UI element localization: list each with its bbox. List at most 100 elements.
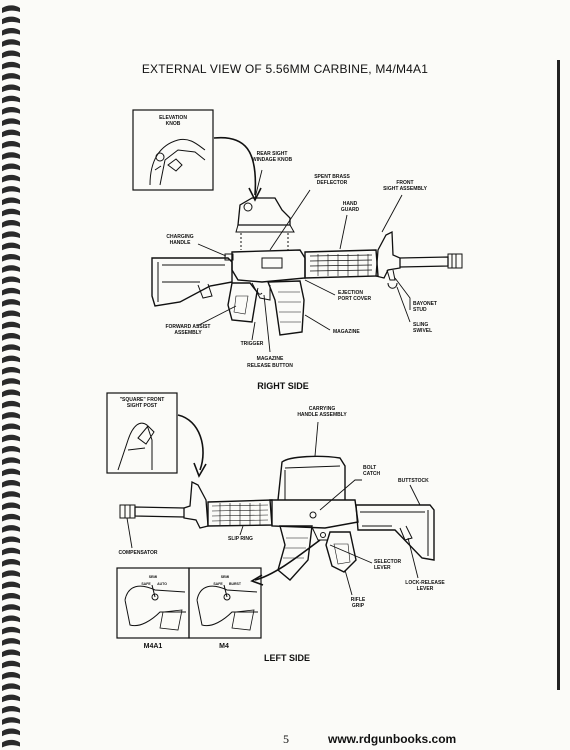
spiral-coil [2, 728, 20, 737]
label-charging-handle-2: HANDLE [170, 240, 191, 246]
spiral-coil [2, 502, 20, 511]
svg-text:SELECTOR: SELECTOR [374, 559, 402, 565]
label-front-post-1: "SQUARE" FRONT [120, 397, 165, 403]
svg-text:BAYONET: BAYONET [413, 301, 437, 307]
label-rifle-grip-1: RIFLE [351, 597, 366, 603]
spiral-coil [2, 457, 20, 465]
spiral-coil [2, 107, 20, 115]
upper-receiver [231, 249, 306, 283]
label-inset-m4: M4 [219, 643, 229, 650]
svg-text:ASSEMBLY: ASSEMBLY [174, 330, 202, 336]
spiral-coil [2, 5, 20, 13]
spiral-coil [2, 231, 20, 239]
label-elevation-knob-2: KNOB [166, 121, 181, 127]
front-sight [375, 230, 401, 279]
spiral-coil [2, 186, 20, 194]
svg-text:BOLT: BOLT [363, 465, 376, 471]
spiral-coil [2, 84, 20, 93]
spiral-coil [2, 547, 20, 556]
svg-text:HANDLE: HANDLE [170, 240, 191, 246]
carbine-diagram: ELEVATION KNOB REAR SIGHT WINDAGE KNOB S… [106, 109, 463, 663]
m4a1-mark-semi: SEMI [149, 575, 158, 579]
svg-text:M4: M4 [219, 643, 229, 650]
label-lock-release-2: LEVER [417, 586, 434, 592]
label-selector-1: SELECTOR [374, 559, 402, 565]
svg-text:LOCK-RELEASE: LOCK-RELEASE [405, 580, 445, 586]
m4-selector-inset [188, 567, 262, 639]
m4-mark-safe: SAFE [213, 582, 223, 586]
label-bolt-catch-2: CATCH [363, 471, 381, 477]
spiral-coil [2, 16, 20, 25]
spiral-coil [2, 220, 20, 228]
label-trigger: TRIGGER [241, 341, 264, 347]
label-mag-release-1: MAGAZINE [257, 356, 284, 362]
grip-left [325, 531, 357, 573]
svg-text:DEFLECTOR: DEFLECTOR [317, 180, 348, 186]
svg-text:EJECTION: EJECTION [338, 290, 363, 296]
svg-text:TRIGGER: TRIGGER [241, 341, 264, 347]
svg-text:SLIP RING: SLIP RING [228, 536, 253, 542]
svg-text:REAR SIGHT: REAR SIGHT [257, 151, 288, 157]
spiral-coil [2, 604, 20, 612]
spiral-coil [2, 321, 20, 330]
svg-text:SEMI: SEMI [221, 575, 230, 579]
website-link[interactable]: www.rdgunbooks.com [328, 732, 457, 746]
spiral-coil [2, 118, 20, 126]
spiral-coil [2, 479, 20, 488]
label-hand-guard-1: HAND [343, 201, 358, 207]
label-mag-release-2: RELEASE BUTTON [247, 363, 293, 369]
label-sling-swivel-2: SWIVEL [413, 328, 432, 334]
spiral-coil [2, 253, 20, 262]
label-brass-deflector-2: DEFLECTOR [317, 180, 348, 186]
spiral-coil [2, 73, 20, 81]
spiral-coil [2, 513, 20, 522]
svg-text:BUTTSTOCK: BUTTSTOCK [398, 478, 429, 484]
label-front-post-2: SIGHT POST [127, 403, 157, 409]
upper-receiver-left [269, 499, 359, 529]
spiral-coil [2, 344, 20, 352]
svg-text:SPENT BRASS: SPENT BRASS [314, 174, 350, 180]
front-post-inset [106, 392, 178, 474]
svg-text:SEMI: SEMI [149, 575, 158, 579]
svg-text:AUTO: AUTO [157, 582, 167, 586]
svg-text:"SQUARE" FRONT: "SQUARE" FRONT [120, 397, 165, 403]
spiral-coil [2, 400, 20, 409]
label-rear-sight-1: REAR SIGHT [257, 151, 288, 157]
spiral-coil [2, 638, 20, 646]
spiral-coil [2, 310, 20, 319]
label-slip-ring: SLIP RING [228, 536, 253, 542]
spiral-coil [2, 446, 20, 454]
svg-text:SAFE: SAFE [213, 582, 223, 586]
svg-text:SLING: SLING [413, 322, 428, 328]
spiral-coil [2, 197, 20, 206]
svg-text:RELEASE BUTTON: RELEASE BUTTON [247, 363, 293, 369]
svg-text:CARRYING: CARRYING [309, 406, 336, 412]
spiral-coil [2, 355, 20, 364]
m4-mark-semi: SEMI [221, 575, 230, 579]
label-inset-m4a1: M4A1 [144, 643, 163, 650]
label-bolt-catch-1: BOLT [363, 465, 376, 471]
label-front-sight-2: SIGHT ASSEMBLY [383, 186, 427, 192]
spiral-coil [2, 683, 20, 691]
carrying-handle [277, 455, 346, 501]
spiral-coil [2, 536, 20, 545]
spiral-coil [2, 95, 20, 104]
label-elevation-knob-1: ELEVATION [159, 115, 187, 121]
grip-right [227, 282, 258, 323]
label-carrying-handle-2: HANDLE ASSEMBLY [297, 412, 347, 418]
svg-text:RIGHT SIDE: RIGHT SIDE [257, 381, 309, 391]
spiral-coil [2, 299, 20, 307]
label-bayonet-stud-1: BAYONET [413, 301, 437, 307]
svg-text:LEFT SIDE: LEFT SIDE [264, 653, 310, 663]
svg-text:COMPENSATOR: COMPENSATOR [119, 550, 158, 556]
spiral-coil [2, 626, 20, 635]
label-sling-swivel-1: SLING [413, 322, 428, 328]
spiral-coil [2, 140, 20, 149]
spiral-coil [2, 242, 20, 251]
label-charging-handle-1: CHARGING [166, 234, 193, 240]
buttstock-right [151, 257, 233, 307]
spiral-coil [2, 276, 20, 285]
svg-text:FORWARD ASSIST: FORWARD ASSIST [165, 324, 210, 330]
svg-text:MAGAZINE: MAGAZINE [257, 356, 284, 362]
spiral-coil [2, 333, 20, 341]
